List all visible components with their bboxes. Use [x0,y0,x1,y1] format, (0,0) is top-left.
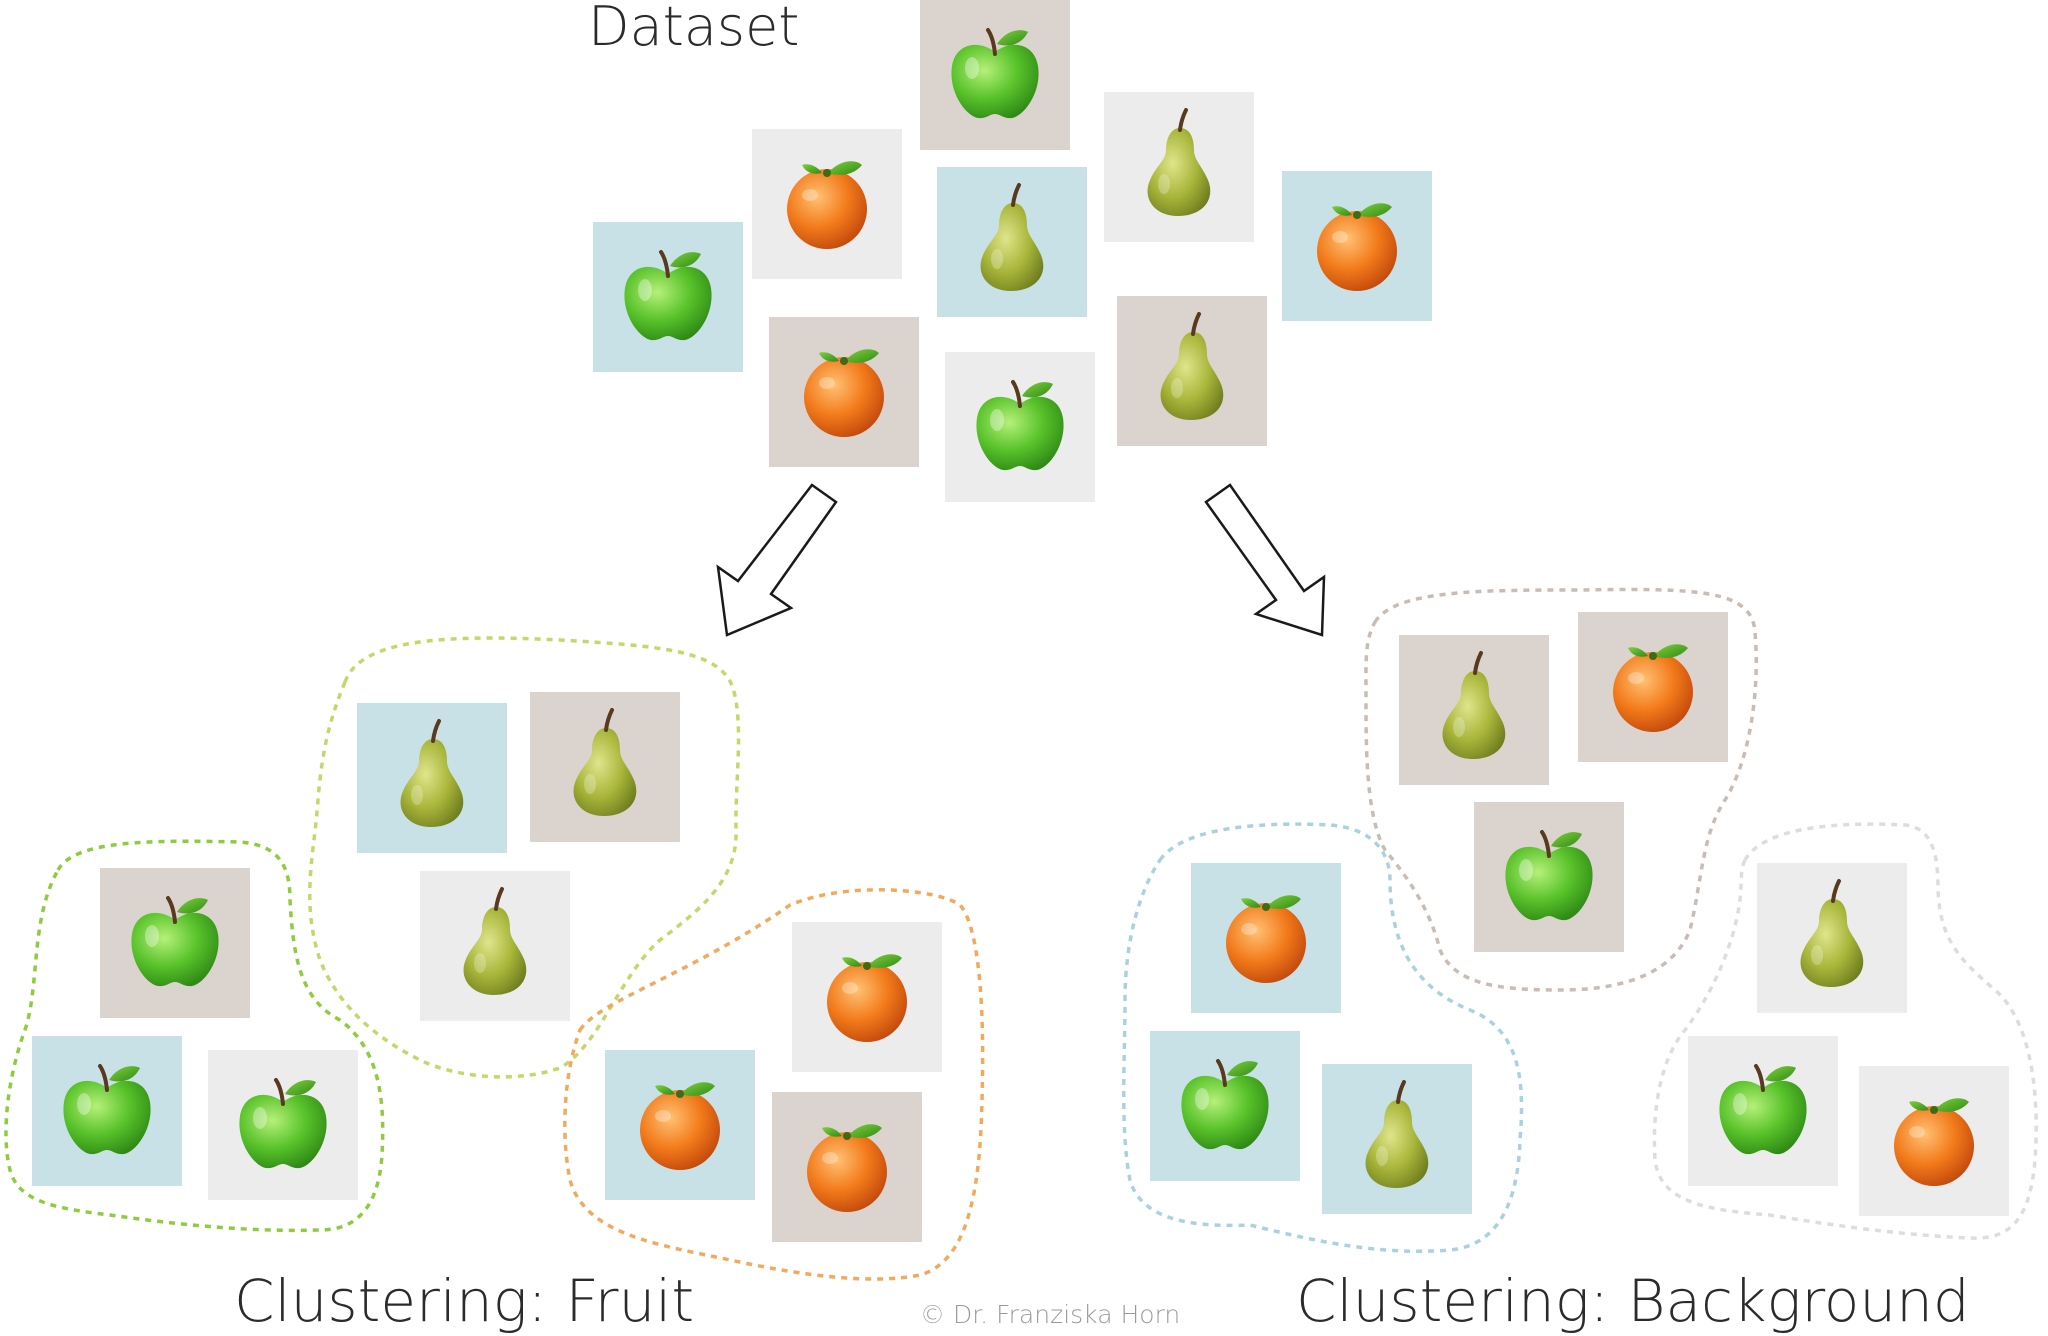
orange-icon [1317,203,1397,291]
fruit-cluster-item-pear [530,692,680,842]
clustering-background-label: Clustering: Background [1296,1267,1970,1335]
apple-icon [976,380,1064,471]
orange-icon [1226,895,1306,983]
cluster-outline-orange [563,888,985,1281]
background-cluster-item-orange [1578,612,1728,762]
cluster-outline-gray [1652,822,2038,1240]
orange-icon [804,349,884,437]
orange-icon [807,1124,887,1212]
background-cluster-item-pear [1322,1064,1472,1214]
orange-icon [787,161,867,249]
pear-icon [463,887,527,995]
background-cluster-item-orange [1859,1066,2009,1216]
fruit-cluster-item-apple [32,1036,182,1186]
fruit-cluster-item-orange [605,1050,755,1200]
apple-icon [951,28,1039,119]
dataset-item-apple [920,0,1070,150]
cluster-outline-beige [1364,587,1758,992]
cluster-outline-apple [4,839,385,1233]
fruit-cluster-item-apple [100,868,250,1018]
dataset-item-orange [769,317,919,467]
orange-icon [640,1082,720,1170]
dataset-item-apple [945,352,1095,502]
pear-icon [1442,651,1506,759]
apple-icon [63,1064,151,1155]
pear-icon [1160,312,1224,420]
fruit-cluster-item-orange [792,922,942,1072]
cluster-outline-pear [308,636,741,1079]
pear-icon [400,719,464,827]
background-cluster-item-apple [1150,1031,1300,1181]
dataset-item-orange [752,129,902,279]
background-cluster-item-pear [1399,635,1549,785]
background-cluster-item-pear [1757,863,1907,1013]
copyright-text: © Dr. Franziska Horn [920,1300,1181,1329]
apple-icon [131,896,219,987]
apple-icon [1181,1059,1269,1150]
fruit-cluster-item-orange [772,1092,922,1242]
orange-icon [827,954,907,1042]
arrow-right-icon [1204,483,1326,637]
pear-icon [980,183,1044,291]
dataset-item-orange [1282,171,1432,321]
dataset-item-pear [1117,296,1267,446]
dataset-title: Dataset [588,0,800,58]
apple-icon [1719,1064,1807,1155]
fruit-cluster-item-apple [208,1050,358,1200]
apple-icon [624,250,712,341]
dataset-item-apple [593,222,743,372]
arrow-left-icon [716,483,838,637]
fruit-cluster-item-pear [357,703,507,853]
dataset-item-pear [1104,92,1254,242]
dataset-item-pear [937,167,1087,317]
fruit-cluster-item-pear [420,871,570,1021]
pear-icon [573,708,637,816]
pear-icon [1365,1080,1429,1188]
clustering-fruit-label: Clustering: Fruit [234,1267,695,1335]
orange-icon [1894,1098,1974,1186]
apple-icon [239,1078,327,1169]
cluster-outline-blue [1122,822,1524,1254]
orange-icon [1613,644,1693,732]
background-cluster-item-orange [1191,863,1341,1013]
pear-icon [1800,879,1864,987]
background-cluster-item-apple [1474,802,1624,952]
pear-icon [1147,108,1211,216]
apple-icon [1505,830,1593,921]
background-cluster-item-apple [1688,1036,1838,1186]
